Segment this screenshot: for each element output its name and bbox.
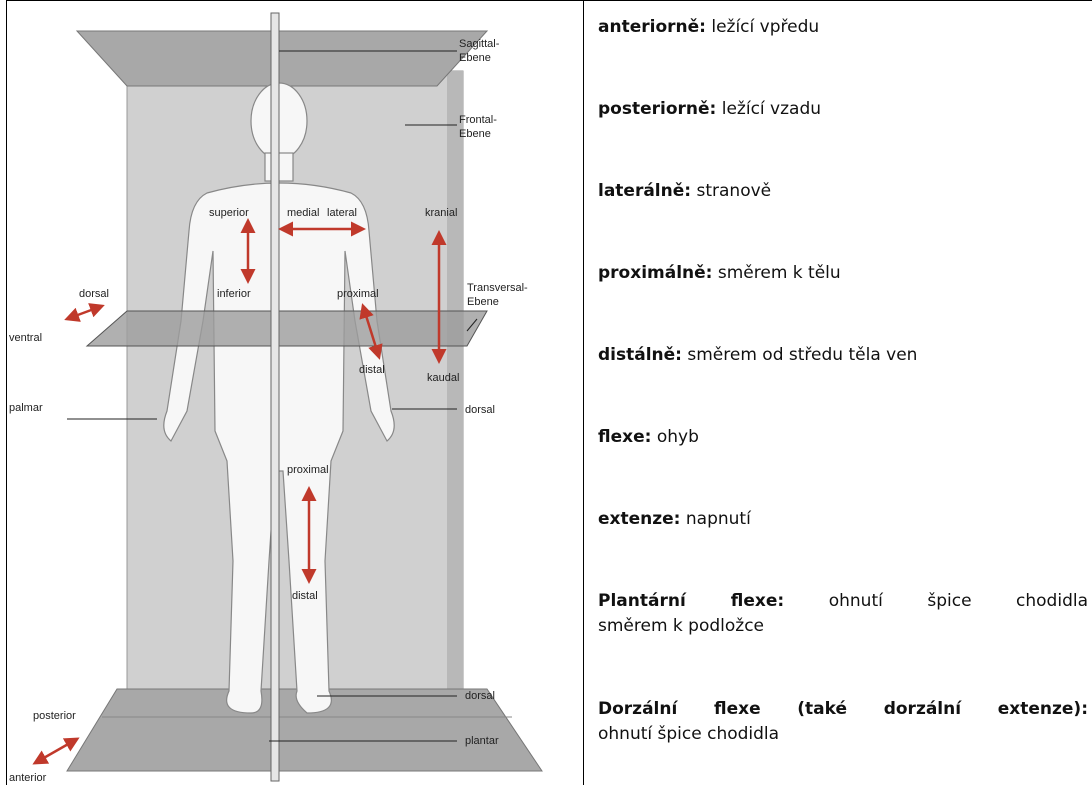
term-plantarni-flexe: Plantární flexe: ohnutí špice chodidla s… [598,589,1088,639]
table: Sagittal- Ebene Frontal- Ebene Transvers… [6,0,1092,785]
transversal-plane [87,311,487,346]
label-kaudal: kaudal [427,372,459,384]
diagram-cell: Sagittal- Ebene Frontal- Ebene Transvers… [6,0,584,785]
label-sagittal-1: Sagittal- [459,38,500,50]
label-lateral: lateral [327,207,357,219]
label-transversal-1: Transversal- [467,282,528,294]
term-anteriorne: anteriorně: ležící vpředu [598,15,1088,40]
term-distalne: distálně: směrem od středu těla ven [598,343,1088,368]
term-posteriorne: posteriorně: ležící vzadu [598,97,1088,122]
label-distal-arm: distal [359,364,385,376]
label-plantar: plantar [465,735,499,747]
anatomy-planes-diagram: Sagittal- Ebene Frontal- Ebene Transvers… [7,1,583,785]
label-medial: medial [287,207,319,219]
label-kranial: kranial [425,207,457,219]
label-dorsal-hand: dorsal [465,404,495,416]
label-inferior: inferior [217,288,251,300]
term-dorzalni-flexe: Dorzální flexe (také dorzální extenze): … [598,697,1088,747]
label-posterior: posterior [33,710,76,722]
top-plane [77,31,487,86]
label-superior: superior [209,207,249,219]
term-flexe: flexe: ohyb [598,425,1088,450]
label-frontal-2: Ebene [459,128,491,140]
label-transversal-2: Ebene [467,296,499,308]
term-extenze: extenze: napnutí [598,507,1088,532]
label-frontal-1: Frontal- [459,114,497,126]
label-ventral: ventral [9,332,42,344]
label-anterior: anterior [9,772,47,784]
label-sagittal-2: Ebene [459,52,491,64]
label-palmar: palmar [9,402,43,414]
terms-cell: anteriorně: ležící vpředu posteriorně: l… [584,0,1092,785]
label-proximal-arm: proximal [337,288,379,300]
label-dorsal-foot: dorsal [465,690,495,702]
term-lateralne: laterálně: stranově [598,179,1088,204]
sagittal-plane [271,13,279,781]
term-proximalne: proximálně: směrem k tělu [598,261,1088,286]
label-dorsal-side: dorsal [79,288,109,300]
label-distal-leg: distal [292,590,318,602]
label-proximal-leg: proximal [287,464,329,476]
